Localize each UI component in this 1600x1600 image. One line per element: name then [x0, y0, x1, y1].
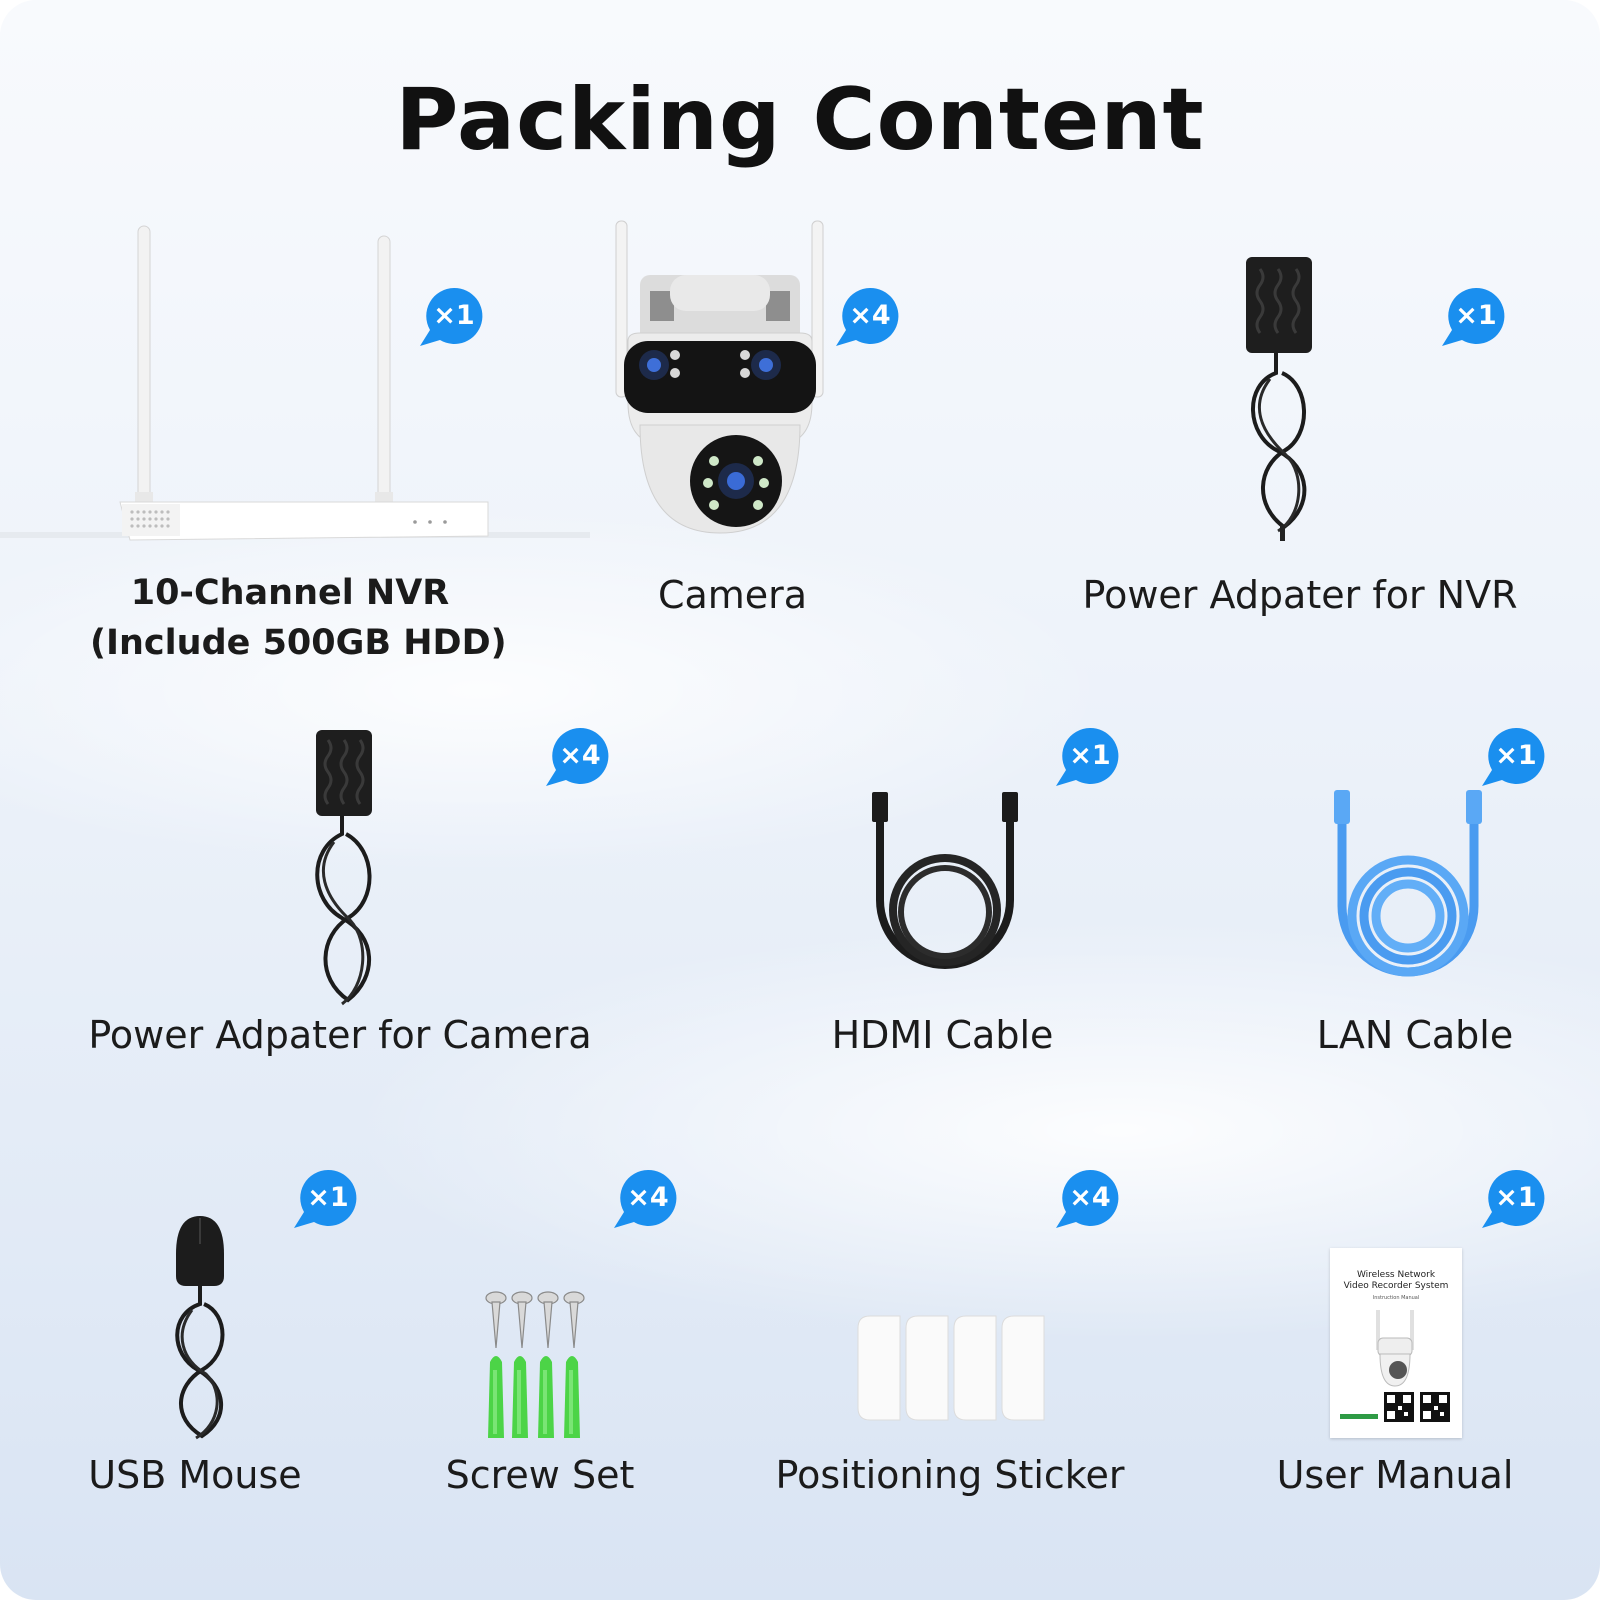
item-label: Positioning Sticker — [775, 1453, 1125, 1497]
screw-set-icon — [485, 1291, 585, 1438]
item-label: Screw Set — [445, 1453, 635, 1497]
quantity-label: ×1 — [433, 300, 475, 331]
qr-code-icon — [1420, 1392, 1450, 1422]
quantity-badge: ×1 — [1480, 726, 1552, 790]
quantity-label: ×4 — [1069, 1182, 1111, 1213]
quantity-label: ×1 — [1495, 740, 1537, 771]
item-label: 10-Channel NVR (Include 500GB HDD) — [90, 573, 507, 663]
usb-mouse-icon — [175, 1216, 225, 1440]
power-adapter-icon — [1246, 257, 1312, 541]
item-label: User Manual — [1276, 1453, 1514, 1497]
quantity-label: ×1 — [307, 1182, 349, 1213]
quantity-badge: ×4 — [834, 286, 906, 350]
manual-contact-bar — [1340, 1414, 1378, 1419]
item-label: Power Adpater for Camera — [88, 1013, 592, 1057]
item-label: LAN Cable — [1316, 1013, 1514, 1057]
manual-icon: Wireless Network Video Recorder System I… — [1330, 1248, 1462, 1438]
quantity-badge: ×1 — [1054, 726, 1126, 790]
quantity-badge: ×4 — [612, 1168, 684, 1232]
manual-cover-subtitle: Instruction Manual — [1372, 1295, 1420, 1301]
manual-cover-heading: Wireless Network Video Recorder System — [1343, 1270, 1449, 1291]
manual-camera-icon — [1376, 1310, 1414, 1387]
quantity-label: ×1 — [1069, 740, 1111, 771]
nvr-icon — [0, 225, 590, 541]
sticker-icon — [857, 1315, 1045, 1421]
quantity-badge: ×1 — [418, 286, 490, 350]
item-label: Camera — [657, 573, 808, 617]
camera-icon — [615, 220, 824, 534]
qr-code-icon — [1384, 1392, 1414, 1422]
quantity-label: ×4 — [627, 1182, 669, 1213]
item-label: Power Adpater for NVR — [1082, 573, 1518, 617]
quantity-badge: ×1 — [1480, 1168, 1552, 1232]
quantity-badge: ×1 — [292, 1168, 364, 1232]
page-title: Packing Content — [395, 70, 1205, 170]
quantity-label: ×4 — [849, 300, 891, 331]
quantity-label: ×1 — [1455, 300, 1497, 331]
hdmi-cable-icon — [872, 792, 1018, 969]
item-label: USB Mouse — [88, 1453, 302, 1497]
item-label: HDMI Cable — [831, 1013, 1054, 1057]
quantity-badge: ×4 — [1054, 1168, 1126, 1232]
quantity-badge: ×4 — [544, 726, 616, 790]
quantity-badge: ×1 — [1440, 286, 1512, 350]
power-adapter-icon — [315, 730, 372, 1006]
lan-cable-icon — [1334, 790, 1482, 977]
quantity-label: ×1 — [1495, 1182, 1537, 1213]
quantity-label: ×4 — [559, 740, 601, 771]
